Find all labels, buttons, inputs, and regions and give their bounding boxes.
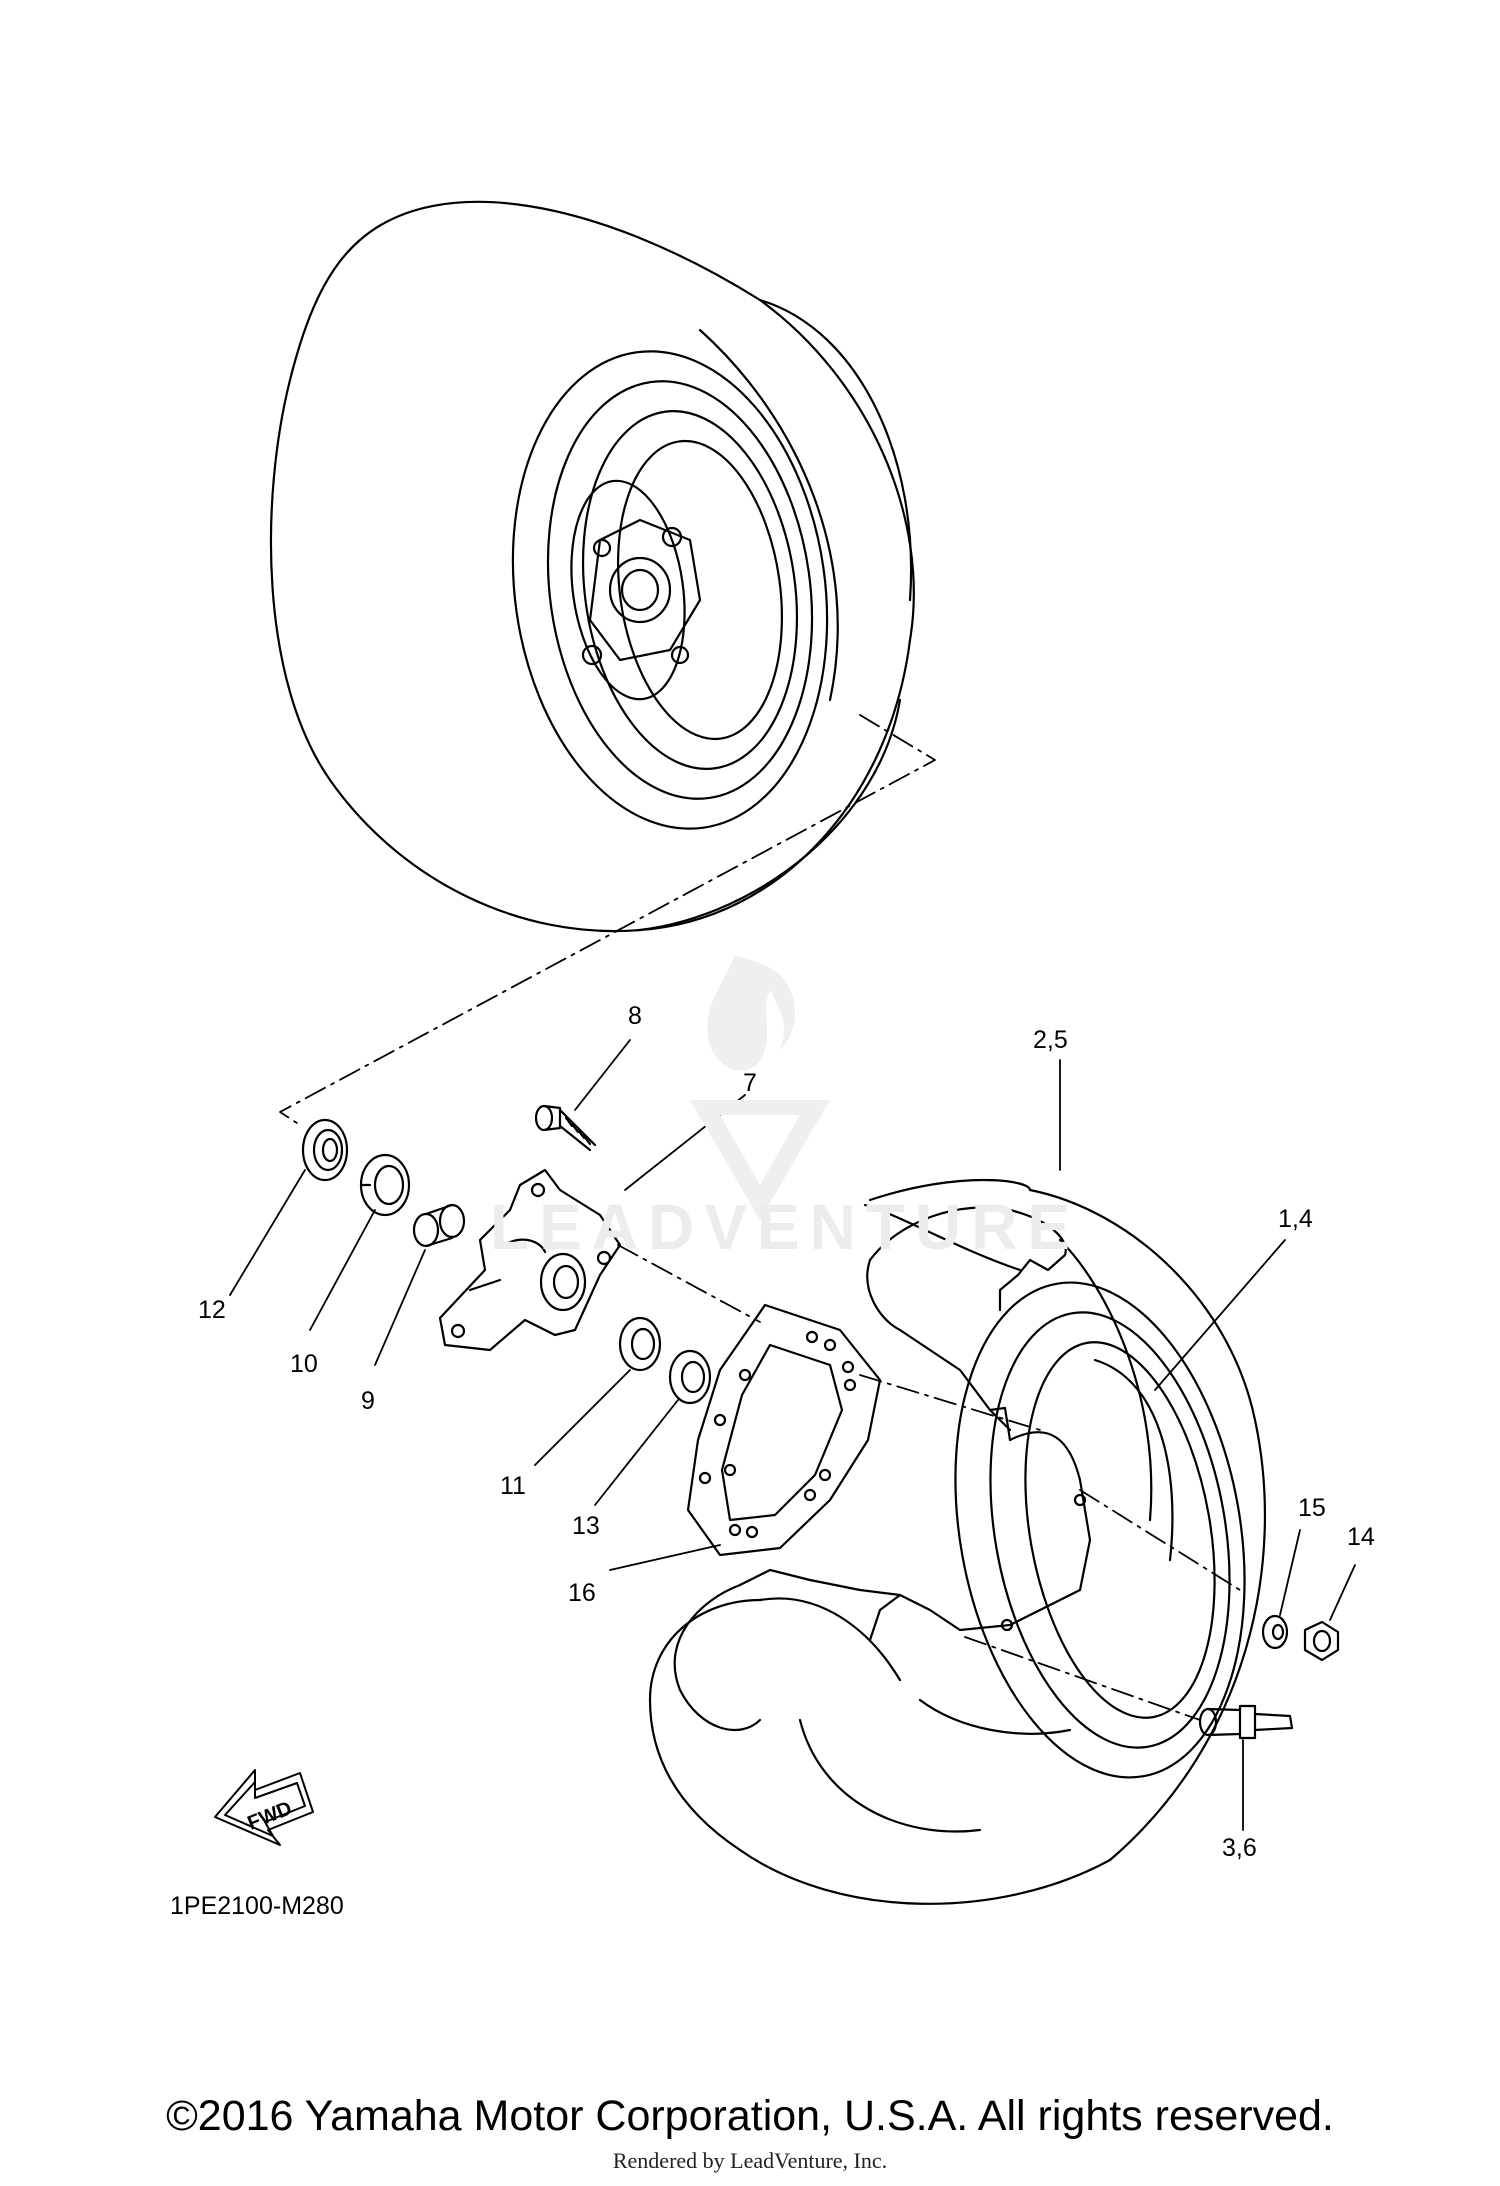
rim-1-4-bottom <box>738 1568 902 1597</box>
callout-8: 8 <box>628 1002 642 1030</box>
callout-16: 16 <box>568 1579 596 1607</box>
callout-7: 7 <box>743 1069 757 1097</box>
part-14-nut <box>1303 1620 1340 1662</box>
reference-line <box>279 714 936 1126</box>
fwd-arrow-icon <box>214 1769 314 1846</box>
part-10-bearing <box>359 1153 411 1217</box>
tire-outer <box>269 200 915 933</box>
assembled-wheel <box>269 200 915 933</box>
upper-hub <box>588 518 702 662</box>
watermark-text: LEADVENTURE <box>490 1191 1081 1263</box>
callout-15: 15 <box>1298 1494 1326 1522</box>
part-16-brake-disc <box>686 1303 882 1557</box>
callout-14: 14 <box>1347 1523 1375 1551</box>
rim-barrel <box>954 1281 1246 1779</box>
part-11-bearing <box>618 1316 662 1372</box>
part-9-spacer <box>412 1203 466 1248</box>
rim-outer <box>511 350 829 830</box>
callout-10: 10 <box>290 1350 318 1378</box>
watermark-logo <box>690 955 830 1220</box>
diagram-code: 1PE2100-M280 <box>170 1892 344 1920</box>
part-7-hub <box>438 1168 622 1352</box>
exploded-wheel <box>648 1178 1267 1905</box>
callout-1-4: 1,4 <box>1278 1205 1313 1233</box>
part-15-washer <box>1261 1614 1289 1650</box>
callout-3-6: 3,6 <box>1222 1834 1257 1862</box>
part-13-oil-seal <box>668 1349 712 1405</box>
callout-13: 13 <box>572 1512 600 1540</box>
tire-2-5 <box>648 1188 1267 1905</box>
callout-2-5: 2,5 <box>1033 1026 1068 1054</box>
rendered-by-notice: Rendered by LeadVenture, Inc. <box>612 2148 888 2173</box>
rim-1-4-top <box>868 1206 1067 1312</box>
part-3-6-valve <box>1198 1704 1294 1740</box>
copyright-notice: ©2016 Yamaha Motor Corporation, U.S.A. A… <box>166 2092 1334 2140</box>
callout-9: 9 <box>361 1387 375 1415</box>
callout-11: 11 <box>500 1472 526 1500</box>
part-8-bolt <box>534 1104 597 1152</box>
callout-12: 12 <box>198 1296 226 1324</box>
part-12-oil-seal <box>301 1118 349 1182</box>
